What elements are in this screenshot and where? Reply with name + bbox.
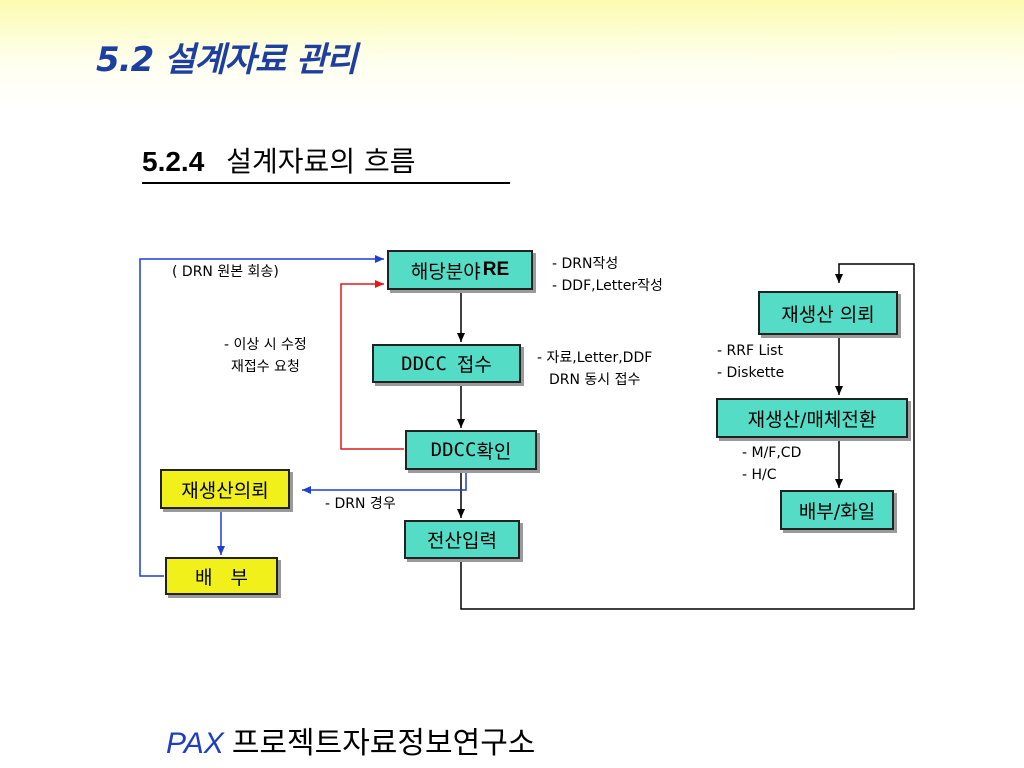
note-receive-item-1: - 자료,Letter,DDF xyxy=(537,350,653,366)
note-error-fix-1: - 이상 시 수정 xyxy=(224,337,307,353)
section-heading: 5.2.4 설계자료의 흐름 xyxy=(142,140,510,184)
box-reproduce-media-label: 재생산/매체전환 xyxy=(747,408,877,431)
note-drn-return: ( DRN 원본 회송) xyxy=(172,261,279,283)
box-data-entry: 전산입력 xyxy=(404,520,520,559)
note-rrf-items: - RRF List - Diskette xyxy=(717,340,784,384)
box-distribute-left-label: 배 부 xyxy=(194,566,249,589)
box-reproduce-request-left: 재생산의뢰 xyxy=(160,469,290,509)
note-receive-item-2: DRN 동시 접수 xyxy=(548,372,641,388)
note-media-item-1: - M/F,CD xyxy=(742,445,802,461)
note-error-fix: - 이상 시 수정 재접수 요청 xyxy=(224,334,307,378)
note-media-items: - M/F,CD - H/C xyxy=(742,442,801,486)
slide-title: 5.2 설계자료 관리 xyxy=(96,40,358,80)
arrow-feedback-red xyxy=(340,280,404,450)
box-ddcc-receive: DDCC 접수 xyxy=(372,344,521,383)
note-drn-return-text: ( DRN 원본 회송) xyxy=(172,264,279,280)
note-drn-case: - DRN 경우 xyxy=(325,493,396,515)
footer-brand: PAX xyxy=(166,727,224,760)
box-distribute-left: 배 부 xyxy=(165,557,278,595)
footer-org: 프로젝트자료정보연구소 xyxy=(231,726,536,761)
arrow-drn-return-blue xyxy=(139,255,384,577)
note-rrf-item-1: - RRF List xyxy=(717,343,783,359)
box-re-label-ko: 해당분야 xyxy=(410,260,481,283)
note-error-fix-2: 재접수 요청 xyxy=(230,359,300,375)
box-reproduce-request-left-label: 재생산의뢰 xyxy=(181,479,269,502)
note-re-output-2: - DDF,Letter작성 xyxy=(552,278,663,294)
box-re-label-en: RE xyxy=(482,259,510,280)
note-re-output-1: - DRN작성 xyxy=(552,256,619,272)
box-ddcc-confirm-ko: 확인 xyxy=(476,440,512,463)
note-receive-items: - 자료,Letter,DDF DRN 동시 접수 xyxy=(537,347,652,391)
box-distribute-file: 배부/화일 xyxy=(780,490,894,530)
section-title: 설계자료의 흐름 xyxy=(226,145,416,178)
note-drn-case-text: - DRN 경우 xyxy=(325,496,396,512)
section-number: 5.2.4 xyxy=(142,146,205,177)
note-media-item-2: - H/C xyxy=(742,467,777,483)
box-ddcc-receive-ko: 접수 xyxy=(456,354,492,376)
box-ddcc-confirm-en: DDCC xyxy=(430,439,477,461)
box-reproduce-request-right: 재생산 의뢰 xyxy=(758,291,898,335)
note-rrf-item-2: - Diskette xyxy=(717,365,785,381)
box-data-entry-label: 전산입력 xyxy=(427,530,497,552)
box-ddcc-receive-en: DDCC xyxy=(401,352,447,375)
box-reproduce-request-right-label: 재생산 의뢰 xyxy=(781,303,875,326)
note-re-outputs: - DRN작성 - DDF,Letter작성 xyxy=(552,253,663,297)
box-reproduce-media: 재생산/매체전환 xyxy=(716,398,908,438)
box-distribute-file-label: 배부/화일 xyxy=(798,500,876,523)
arrow-loop-to-right xyxy=(460,263,915,610)
arrow-to-reproduce-blue xyxy=(302,470,467,494)
